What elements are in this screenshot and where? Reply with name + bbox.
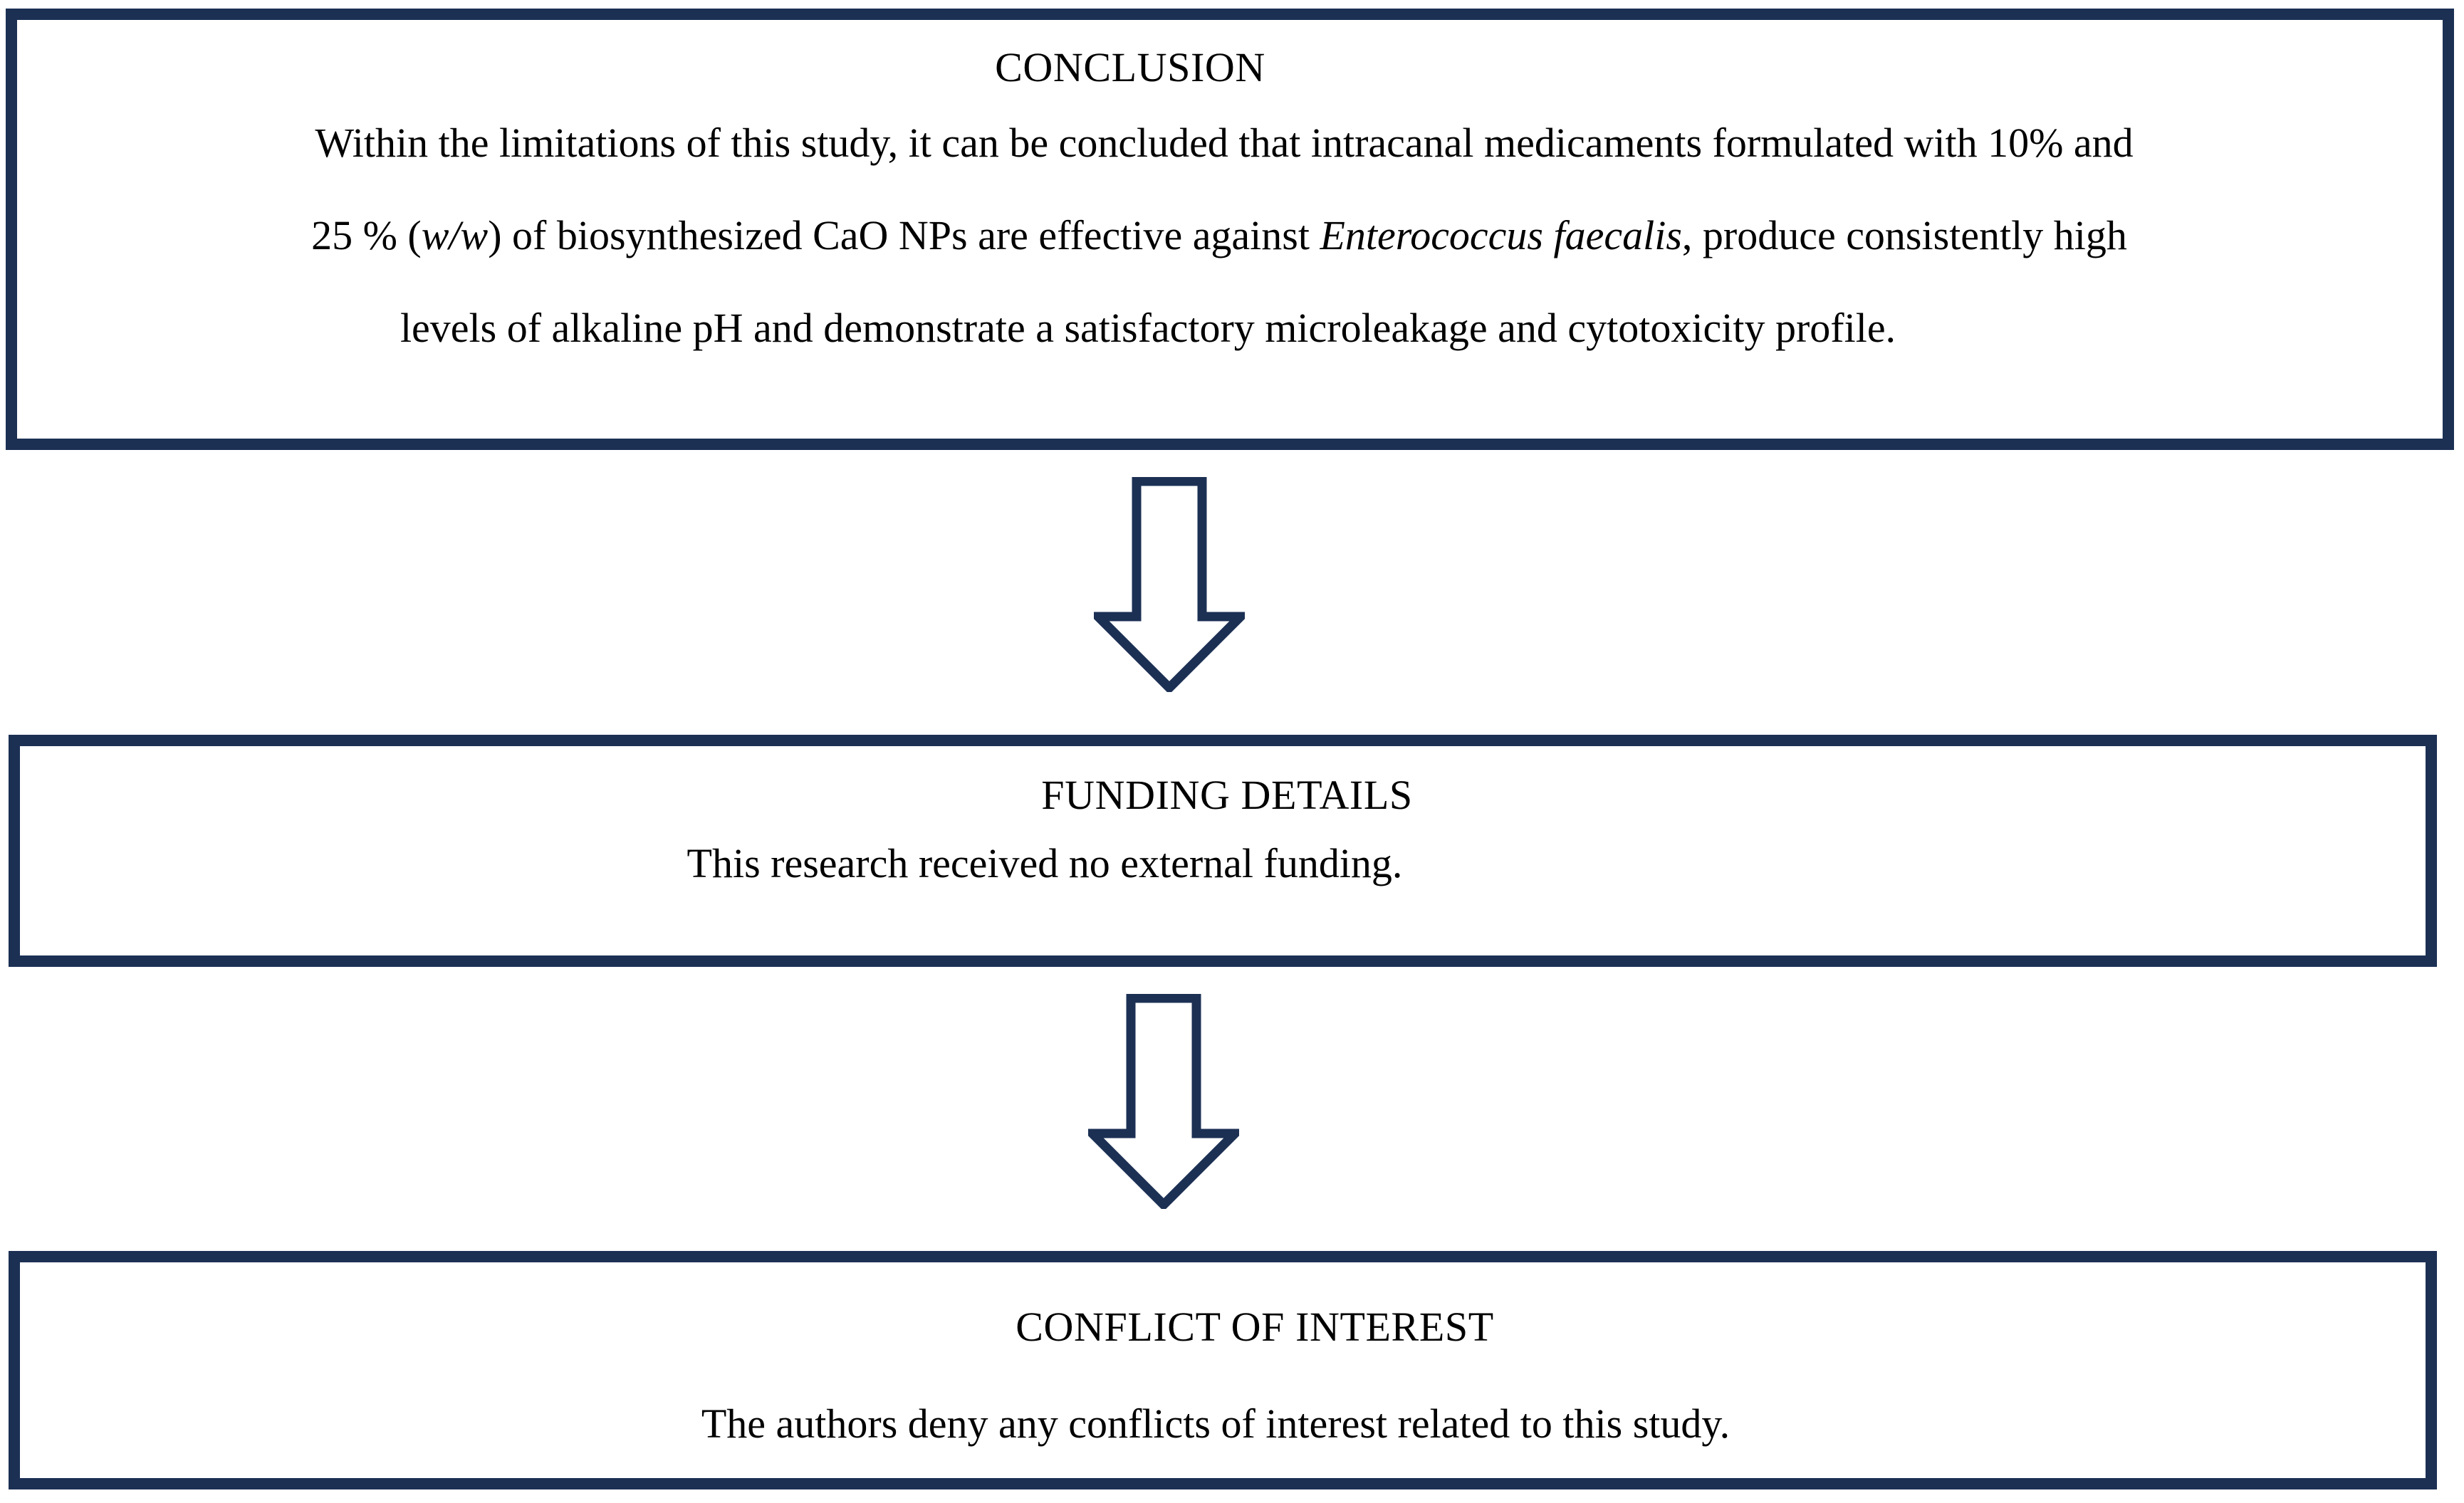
conflict-of-interest-body-line: The authors deny any conflicts of intere… [701, 1400, 1730, 1447]
conclusion-body-line-3: levels of alkaline pH and demonstrate a … [400, 305, 1896, 351]
conclusion-body-line-2: 25 % (w/w) of biosynthesized CaO NPs are… [311, 212, 2127, 258]
down-arrow-icon [1094, 477, 1245, 692]
flow-box-conflict-of-interest: CONFLICT OF INTEREST The authors deny an… [9, 1251, 2437, 1489]
conclusion-body-line-1: Within the limitations of this study, it… [315, 120, 2134, 166]
conflict-of-interest-heading: CONFLICT OF INTEREST [1016, 1304, 1494, 1350]
conclusion-heading: CONCLUSION [995, 44, 1265, 90]
down-arrow-icon [1088, 994, 1239, 1209]
funding-details-body-line: This research received no external fundi… [687, 840, 1403, 886]
flow-box-funding-details: FUNDING DETAILS This research received n… [9, 735, 2437, 967]
funding-details-heading: FUNDING DETAILS [1041, 772, 1413, 818]
flow-box-conclusion: CONCLUSION Within the limitations of thi… [6, 9, 2454, 450]
conclusion-body: Within the limitations of this study, it… [17, 122, 2443, 349]
